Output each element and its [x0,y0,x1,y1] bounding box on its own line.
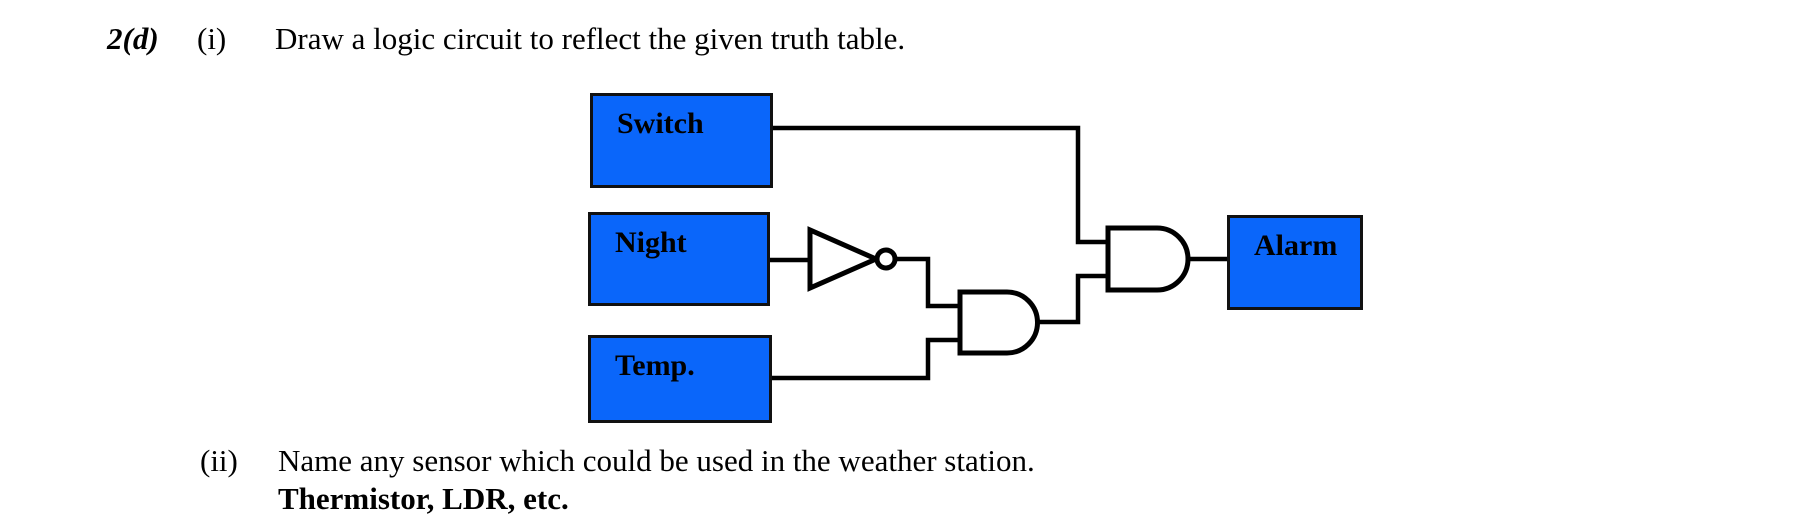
wire-switch-to-and2 [768,125,1110,245]
part-ii-label: (ii) [200,443,238,478]
wire-and1-to-and2 [1034,273,1110,325]
and-gate-1 [957,289,1040,356]
input-box-switch-label: Switch [617,107,704,140]
not-gate-bubble [874,247,898,271]
question-number: 2(d) [107,21,159,56]
output-box-alarm-label: Alarm [1254,229,1338,262]
input-box-night-label: Night [615,226,687,259]
wire-temp-to-and1 [767,337,962,381]
not-gate-triangle [807,226,883,292]
input-box-temp: Temp. [588,335,772,423]
input-box-temp-label: Temp. [615,349,695,382]
part-i-prompt: Draw a logic circuit to reflect the give… [275,21,906,56]
part-ii-answer: Thermistor, LDR, etc. [278,481,569,516]
wire-not-to-and1 [893,256,962,309]
part-i-label: (i) [197,21,227,56]
and-gate-2 [1105,225,1191,293]
input-box-switch: Switch [590,93,773,188]
part-ii-prompt: Name any sensor which could be used in t… [278,443,1035,478]
output-box-alarm: Alarm [1227,215,1363,310]
input-box-night: Night [588,212,770,306]
